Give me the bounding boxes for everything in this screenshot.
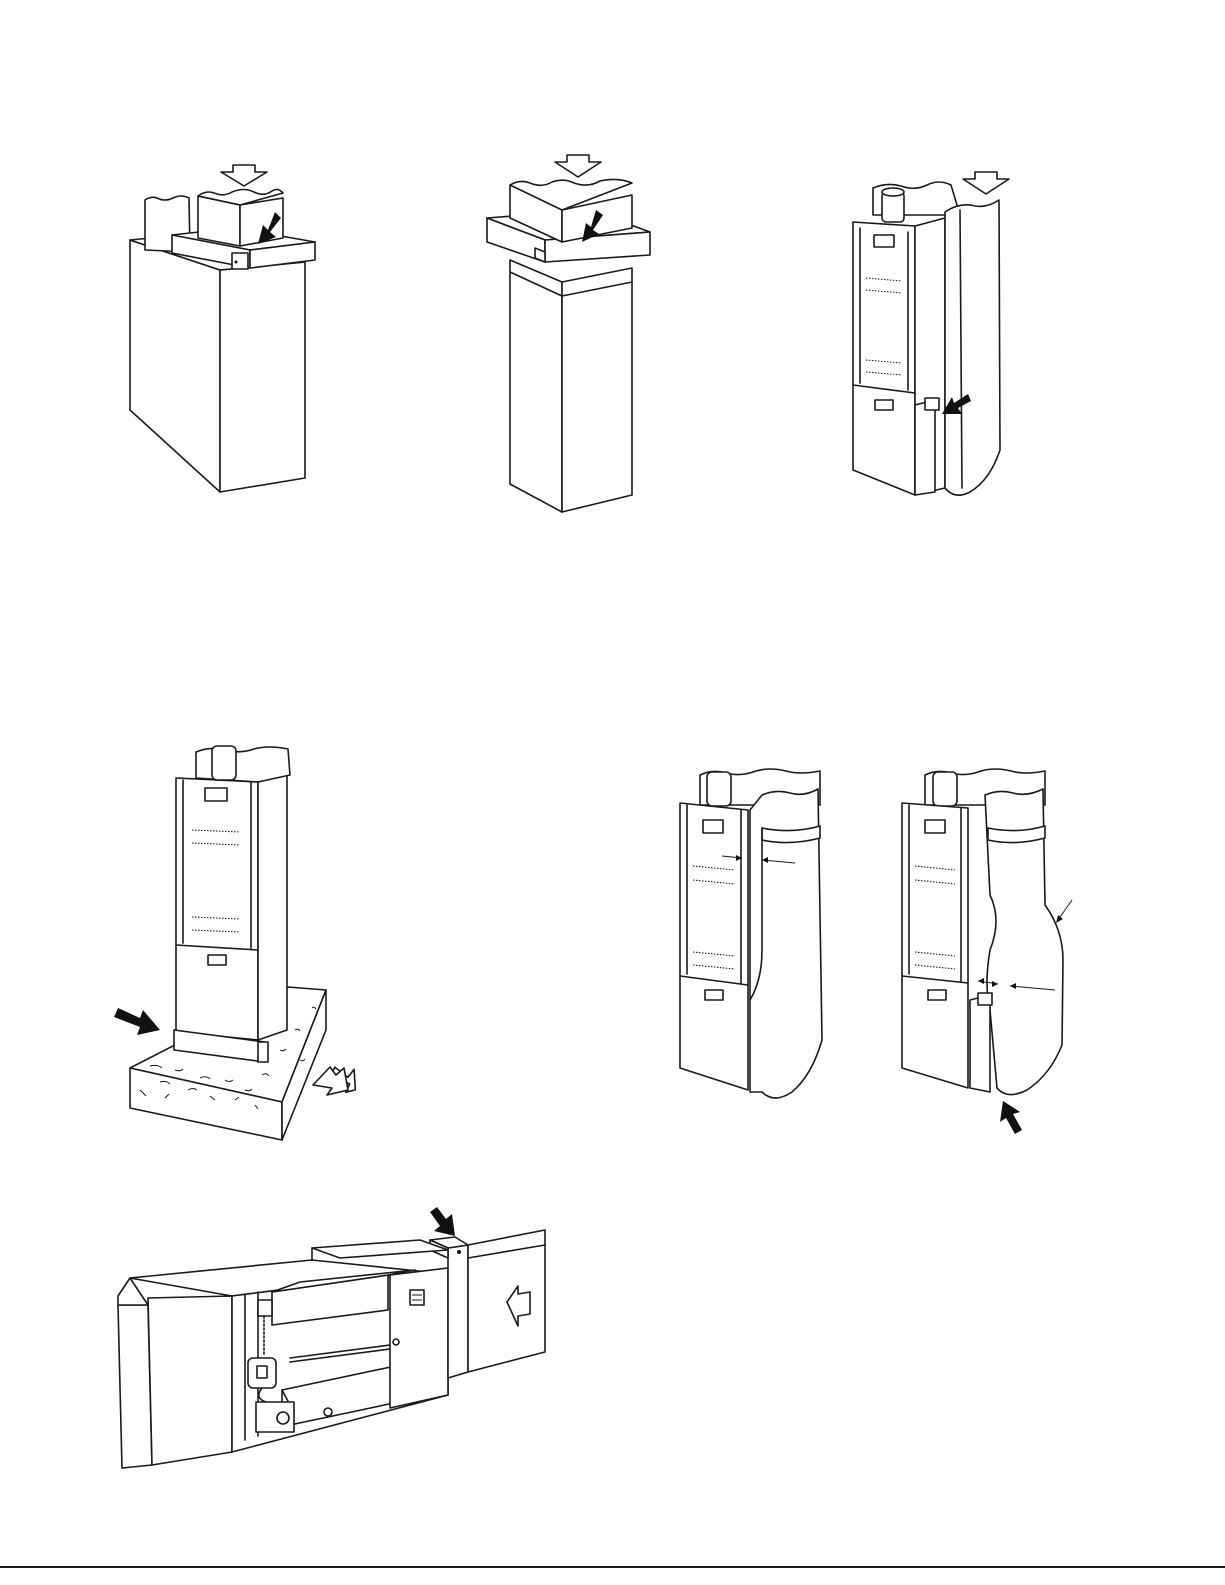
flue-pipe: [933, 772, 957, 806]
furnace-front: [902, 803, 968, 1088]
door-handle: [705, 990, 723, 1000]
black-arrow-up-icon: [1000, 1101, 1022, 1134]
flue-pipe: [212, 746, 236, 780]
fig-bottom-left: [118, 1207, 545, 1468]
fig-top-right: [853, 172, 1009, 495]
flue-pipe: [707, 772, 731, 806]
side-duct: [945, 200, 1000, 495]
fig-top-left: [130, 165, 315, 492]
column-side: [562, 268, 632, 512]
furnace-front: [176, 778, 258, 1040]
right-panel: [390, 1268, 448, 1408]
furnace-front: [853, 222, 915, 495]
black-arrow-icon: [430, 1207, 455, 1236]
mount-bracket: [915, 400, 935, 495]
page-bottom-rule: [0, 1566, 1225, 1568]
hollow-arrow-down-icon: [555, 155, 601, 177]
control-label: [703, 820, 723, 833]
furnace-front: [680, 803, 748, 1090]
mount-bracket: [970, 995, 990, 1092]
vertical-post: [448, 1245, 468, 1378]
fig-mid-right-b: [902, 769, 1072, 1134]
flange-tab: [232, 253, 248, 269]
cabinet-side: [220, 262, 305, 492]
leader-arrow: [1056, 900, 1072, 923]
panel-label: [410, 1290, 424, 1305]
furnace-front: [148, 1296, 232, 1465]
hollow-arrow-down-icon: [221, 165, 267, 186]
fig-mid-right-a: [680, 769, 822, 1098]
fig-mid-left: [114, 746, 359, 1140]
cabinet-front: [130, 240, 220, 492]
column-front: [510, 260, 562, 512]
hollow-arrow-down-icon: [963, 172, 1009, 194]
left-duct-front: [118, 1305, 152, 1468]
pressure-switch: [258, 1300, 272, 1316]
fig-top-middle: [487, 155, 650, 512]
control-label: [205, 788, 227, 801]
control-label: [874, 235, 894, 247]
door-handle: [928, 990, 946, 1000]
control-label: [925, 820, 945, 833]
door-handle: [208, 955, 226, 965]
black-arrow-icon: [114, 1008, 160, 1035]
door-handle: [875, 400, 893, 410]
furnace-side: [258, 775, 287, 1040]
